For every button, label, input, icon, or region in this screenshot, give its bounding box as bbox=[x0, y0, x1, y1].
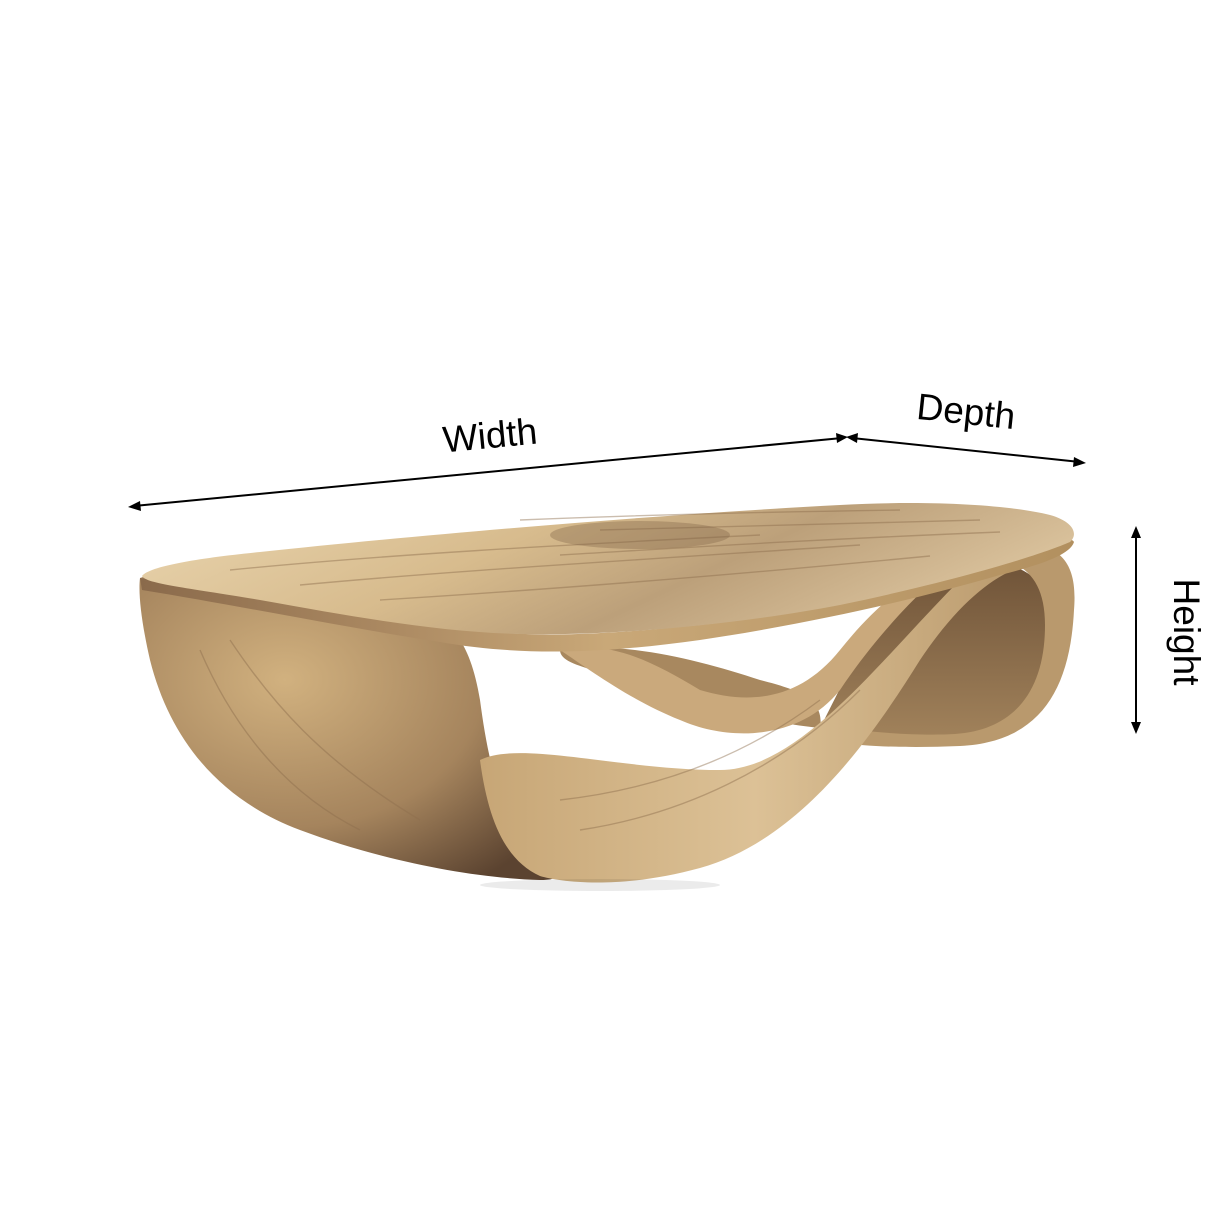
depth-arrow-line bbox=[851, 437, 1081, 463]
width-arrow-head-left bbox=[128, 501, 141, 511]
height-dimension: Height bbox=[1131, 526, 1207, 734]
height-label: Height bbox=[1166, 579, 1207, 687]
depth-arrow-head-left bbox=[846, 433, 858, 443]
depth-label: Depth bbox=[915, 386, 1017, 437]
width-arrow-head-right bbox=[836, 433, 848, 443]
width-label: Width bbox=[441, 411, 539, 461]
wood-grain bbox=[199, 509, 1001, 831]
height-arrow-head-bottom bbox=[1131, 722, 1141, 734]
table-floor-shadow bbox=[480, 879, 720, 891]
table-twist-ribbon bbox=[480, 558, 1030, 883]
depth-dimension: Depth bbox=[846, 386, 1086, 467]
depth-arrow-head-right bbox=[1073, 457, 1086, 467]
height-arrow-head-top bbox=[1131, 526, 1141, 538]
width-dimension: Width bbox=[128, 411, 848, 511]
table-front-side bbox=[140, 538, 1074, 652]
table-twist-lip bbox=[560, 560, 960, 734]
width-arrow-line bbox=[133, 437, 843, 507]
wooden-table-illustration bbox=[139, 503, 1075, 891]
table-left-end-face bbox=[139, 571, 555, 880]
wood-dark-patch bbox=[550, 521, 730, 549]
table-top-surface bbox=[142, 503, 1074, 635]
